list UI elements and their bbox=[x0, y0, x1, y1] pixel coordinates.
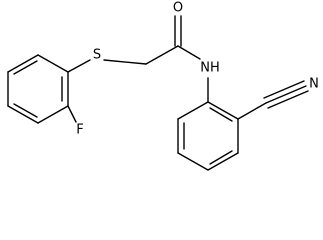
bond bbox=[37, 105, 69, 124]
bond bbox=[67, 105, 77, 123]
double-bond bbox=[209, 107, 233, 122]
structure-diagram: S O NH F N bbox=[7, 1, 319, 171]
bond bbox=[7, 105, 39, 124]
double-bond bbox=[13, 103, 38, 118]
bond bbox=[207, 101, 239, 120]
bond bbox=[103, 59, 147, 65]
bond bbox=[67, 59, 91, 73]
bond bbox=[177, 45, 201, 60]
bond bbox=[177, 152, 209, 171]
double-bond bbox=[13, 60, 38, 75]
bond bbox=[7, 54, 39, 73]
bond bbox=[207, 152, 239, 171]
amide-nh-label: NH bbox=[200, 61, 220, 76]
bond bbox=[263, 80, 305, 99]
double-bond bbox=[209, 150, 233, 165]
nitrile-nitrogen-label: N bbox=[309, 77, 319, 92]
bond bbox=[145, 45, 179, 65]
bond bbox=[267, 90, 309, 109]
bond bbox=[237, 102, 267, 120]
fluorine-label: F bbox=[76, 123, 83, 138]
sulfur-label: S bbox=[93, 48, 101, 63]
cyanophenyl-ring bbox=[177, 101, 239, 171]
oxygen-label: O bbox=[173, 1, 183, 16]
bond bbox=[265, 85, 307, 104]
bond bbox=[177, 101, 209, 120]
nitrile-triple-bond bbox=[263, 80, 309, 109]
fluorophenyl-ring bbox=[7, 54, 69, 124]
bond bbox=[37, 54, 69, 73]
